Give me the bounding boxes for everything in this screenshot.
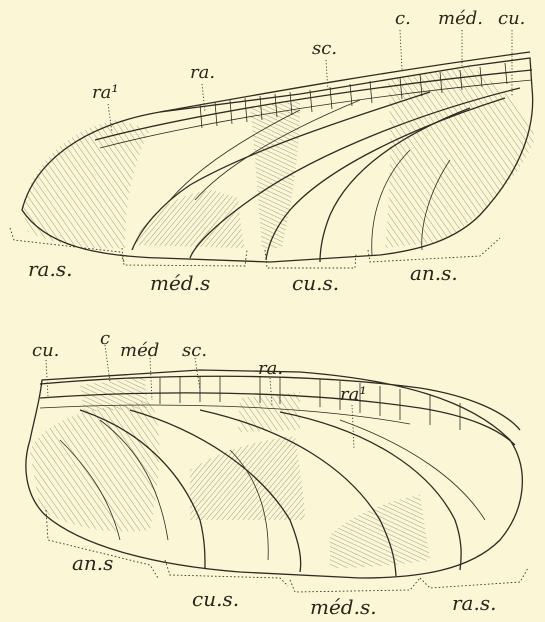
top-label-cu-s: cu.s. xyxy=(292,271,339,295)
bottom-label-med: méd xyxy=(120,340,159,361)
bottom-label-ra: ra. xyxy=(258,358,283,379)
top-medial-hatch xyxy=(132,190,245,248)
top-label-ra-s: ra.s. xyxy=(28,257,72,281)
top-label-med-s: méd.s xyxy=(150,271,210,295)
top-label-cu: cu. xyxy=(498,8,525,29)
top-label-med: méd. xyxy=(438,8,483,29)
top-leader-ra xyxy=(202,84,205,112)
bottom-cubital-hatch xyxy=(190,436,305,520)
top-label-ra1: ra¹ xyxy=(92,82,119,103)
bottom-leader-cu xyxy=(46,360,48,396)
bottom-leader-ra1 xyxy=(352,405,354,448)
bottom-crossveins xyxy=(160,376,460,430)
top-leader-sc xyxy=(326,60,328,92)
top-leader-c xyxy=(400,30,402,70)
bottom-label-c: c xyxy=(100,328,110,349)
top-label-c: c. xyxy=(395,8,411,29)
top-label-ra: ra. xyxy=(190,62,215,83)
bottom-mid-hatch xyxy=(238,392,300,432)
bottom-brace-med-s xyxy=(290,578,420,592)
bottom-leader-sc xyxy=(195,358,200,390)
bottom-label-ra1: ra¹ xyxy=(340,384,367,405)
bottom-anal-hatch xyxy=(30,400,159,532)
top-label-an-s: an.s. xyxy=(410,261,458,285)
bottom-label-cu: cu. xyxy=(32,340,59,361)
top-label-sc: sc. xyxy=(312,38,337,59)
bottom-label-ra-s: ra.s. xyxy=(452,591,496,615)
bottom-medial-hatch xyxy=(330,495,430,568)
bottom-label-cu-s: cu.s. xyxy=(192,587,239,611)
bottom-label-med-s: méd.s. xyxy=(310,595,377,619)
bottom-label-sc: sc. xyxy=(182,340,207,361)
bottom-label-an-s: an.s xyxy=(72,551,113,575)
bottom-wing: cu. c méd sc. ra. ra¹ an.s cu.s. méd.s. … xyxy=(26,328,528,619)
top-wing: ra¹ ra. sc. c. méd. cu. ra.s. méd.s cu.s… xyxy=(10,8,535,295)
